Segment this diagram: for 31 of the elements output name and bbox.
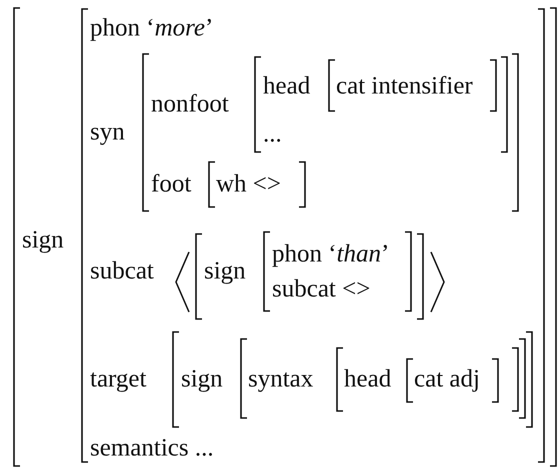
feature-matrix xyxy=(209,162,305,207)
feature-matrix xyxy=(407,359,498,402)
feature-text: wh <> xyxy=(216,172,282,196)
feature-text: head xyxy=(263,74,310,98)
feature-text: syntax xyxy=(248,366,314,392)
feature-matrix xyxy=(143,54,518,211)
feature-matrix xyxy=(255,57,507,152)
feature-text: cat intensifier xyxy=(336,74,473,98)
feature-matrix xyxy=(82,9,544,462)
feature-text: phon ‘more’ xyxy=(90,16,214,40)
feature-matrix xyxy=(337,348,518,411)
feature-matrix xyxy=(329,60,496,111)
feature-text: semantics ... xyxy=(90,436,214,460)
feature-text: sign xyxy=(181,366,223,392)
feature-matrix xyxy=(264,232,411,311)
feature-text: nonfoot xyxy=(151,92,229,116)
feature-text: subcat xyxy=(90,258,154,284)
feature-text: foot xyxy=(151,172,192,196)
feature-text: subcat <> xyxy=(272,276,370,302)
feature-text: sign xyxy=(22,228,64,252)
feature-matrix xyxy=(241,339,525,418)
feature-text: syn xyxy=(90,120,125,144)
feature-text: target xyxy=(90,366,146,392)
feature-text: head xyxy=(344,366,392,392)
feature-matrix xyxy=(173,332,532,427)
feature-text: sign xyxy=(204,258,246,284)
feature-text: cat adj xyxy=(414,366,480,392)
feature-matrix xyxy=(196,234,423,319)
feature-matrix xyxy=(14,8,556,466)
feature-text: ... xyxy=(263,122,282,146)
feature-text: phon ‘than’ xyxy=(272,242,390,266)
